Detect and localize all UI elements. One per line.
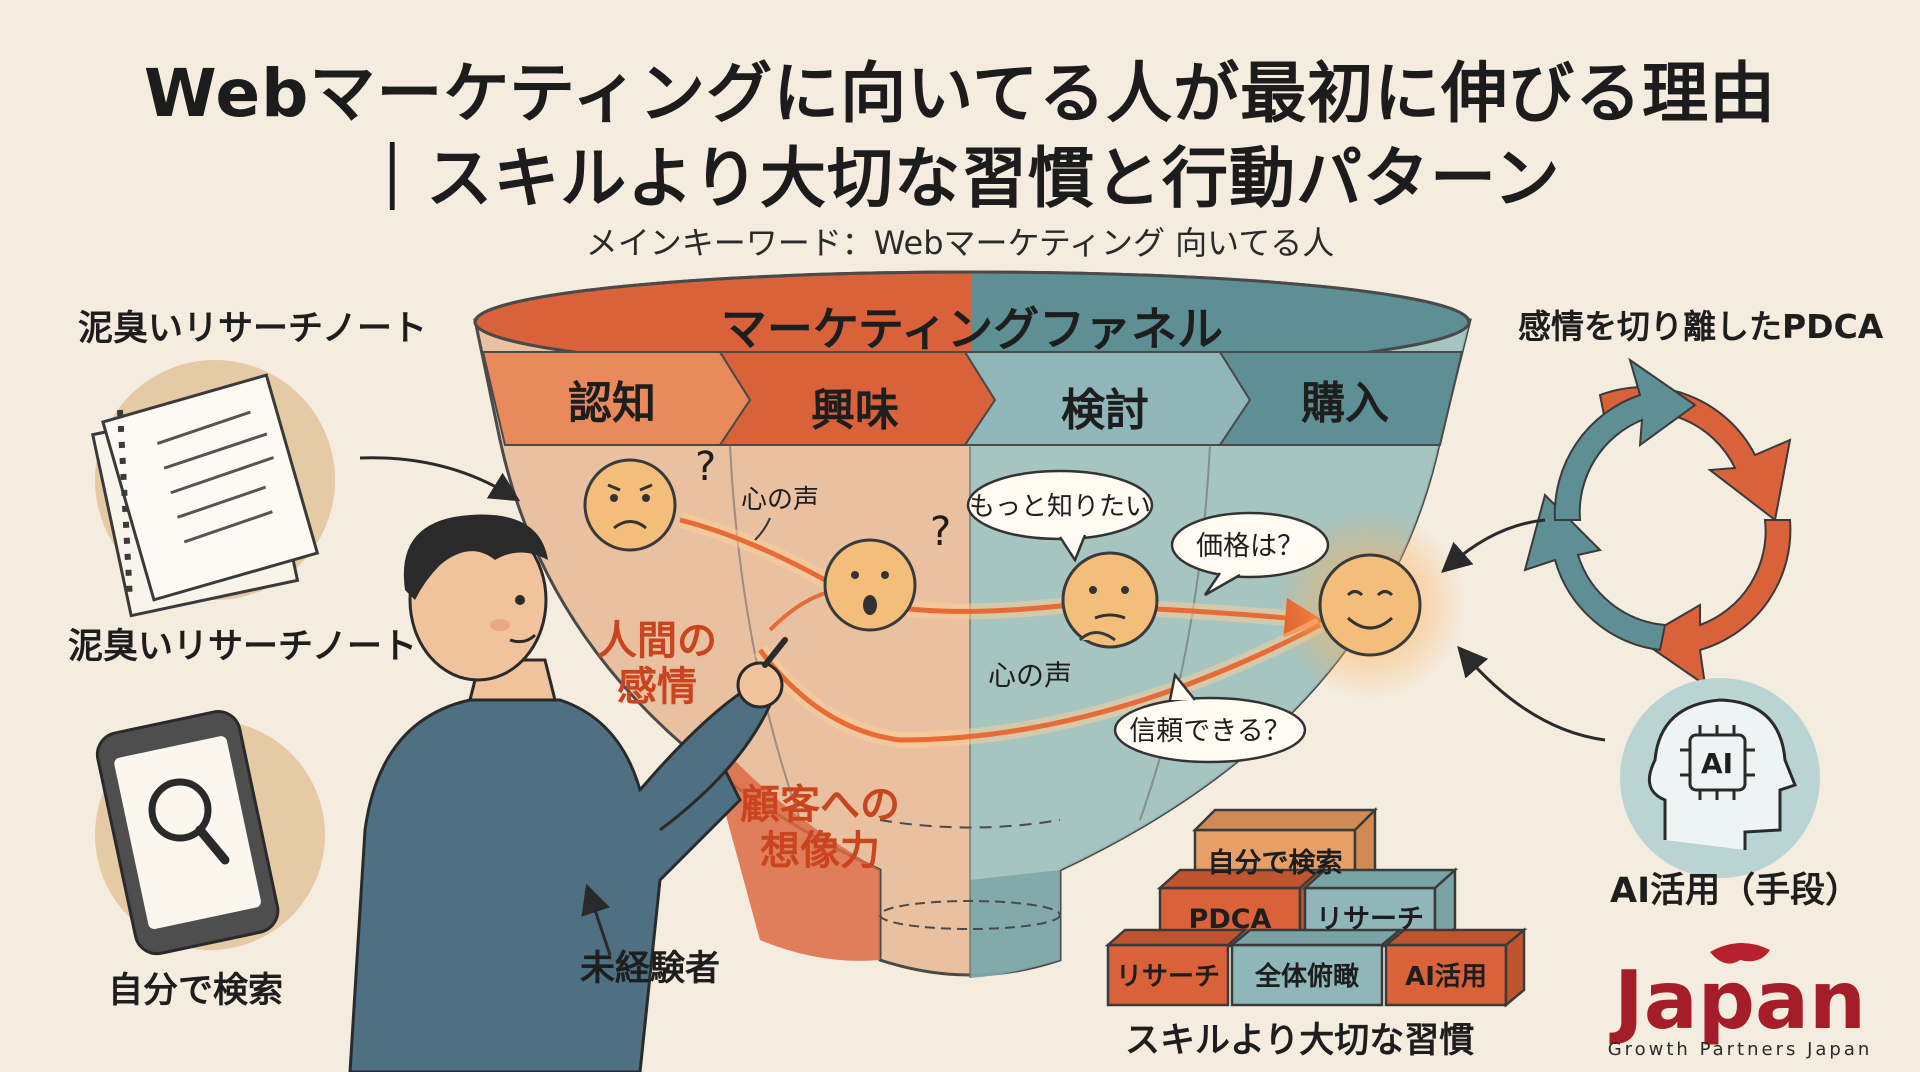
- emotion-label: 人間の 感情: [592, 618, 722, 710]
- page-title-line2: ｜スキルより大切な習慣と行動パターン: [359, 140, 1561, 217]
- block-overview: [1228, 928, 1404, 1007]
- inner-voice-label-1: 心の声: [741, 485, 819, 515]
- svg-text:?: ?: [695, 444, 716, 490]
- block-research-bottom-text: リサーチ: [1116, 962, 1220, 992]
- thinking-face-icon: [1061, 551, 1159, 649]
- block-self-search-text: 自分で検索: [1208, 847, 1343, 879]
- inner-voice-label-2: 心の声: [988, 659, 1072, 692]
- logo-tagline: Growth Partners Japan: [1608, 1039, 1873, 1060]
- block-research-top-text: リサーチ: [1316, 904, 1424, 935]
- notes-label-bottom: 泥臭いリサーチノート: [68, 627, 417, 667]
- ai-chip-text: AI: [1701, 747, 1733, 780]
- stage-purchase: 購入: [1301, 378, 1389, 429]
- imagination-label-line2: 想像力: [760, 828, 880, 874]
- stage-consideration: 検討: [1061, 385, 1149, 436]
- block-ai-use-text: AI活用: [1405, 962, 1487, 992]
- stage-awareness: 認知: [568, 378, 656, 429]
- habit-blocks: [1104, 806, 1528, 1008]
- surprised-face-icon: ?: [823, 509, 951, 632]
- bubble-trust: [1113, 672, 1307, 764]
- logo-wordmark: Japan: [1609, 954, 1866, 1047]
- main-keyword-subtitle: メインキーワード：Webマーケティング 向いてる人: [585, 224, 1335, 262]
- bubble-trust-text: 信頼できる？: [1129, 716, 1290, 747]
- bubble-price-text: 価格は？: [1196, 531, 1304, 562]
- worried-face-icon: ?: [583, 444, 716, 552]
- ai-head-icon: [1620, 678, 1820, 878]
- funnel-title: マーケティングファネル: [721, 302, 1223, 356]
- notes-label-top: 泥臭いリサーチノート: [78, 309, 427, 349]
- block-pdca-text: PDCA: [1189, 904, 1272, 935]
- bubble-want-to-know-text: もっと知りたい: [969, 492, 1151, 522]
- growth-partners-logo: [1710, 942, 1770, 964]
- page-title-line1: Webマーケティングに向いてる人が最初に伸びる理由: [143, 55, 1777, 132]
- habits-caption: スキルより大切な習慣: [1125, 1021, 1475, 1061]
- imagination-label-line1: 顧客への: [740, 782, 900, 828]
- emotion-label-line2: 感情: [617, 664, 697, 710]
- pdca-label: 感情を切り離したPDCA: [1518, 307, 1884, 346]
- bubble-want-to-know: [966, 469, 1154, 563]
- bubble-price: [1170, 511, 1330, 597]
- emotion-label-line1: 人間の: [597, 618, 717, 664]
- stage-interest: 興味: [811, 385, 899, 436]
- pdca-cycle-icon: [1523, 357, 1792, 688]
- research-notebook-icon: [90, 360, 335, 618]
- block-research-bottom: [1104, 928, 1249, 1007]
- search-label: 自分で検索: [108, 971, 284, 1011]
- imagination-label: 顧客への 想像力: [730, 782, 910, 874]
- block-ai-use: [1382, 927, 1528, 1008]
- beginner-label: 未経験者: [580, 949, 721, 989]
- beginner-person-illustration: [348, 514, 788, 1072]
- funnel-body: [473, 270, 1472, 978]
- svg-text:?: ?: [930, 509, 951, 555]
- block-overview-text: 全体俯瞰: [1254, 961, 1359, 992]
- smartphone-search-icon: [95, 710, 325, 956]
- ai-label: AI活用（手段）: [1610, 871, 1861, 911]
